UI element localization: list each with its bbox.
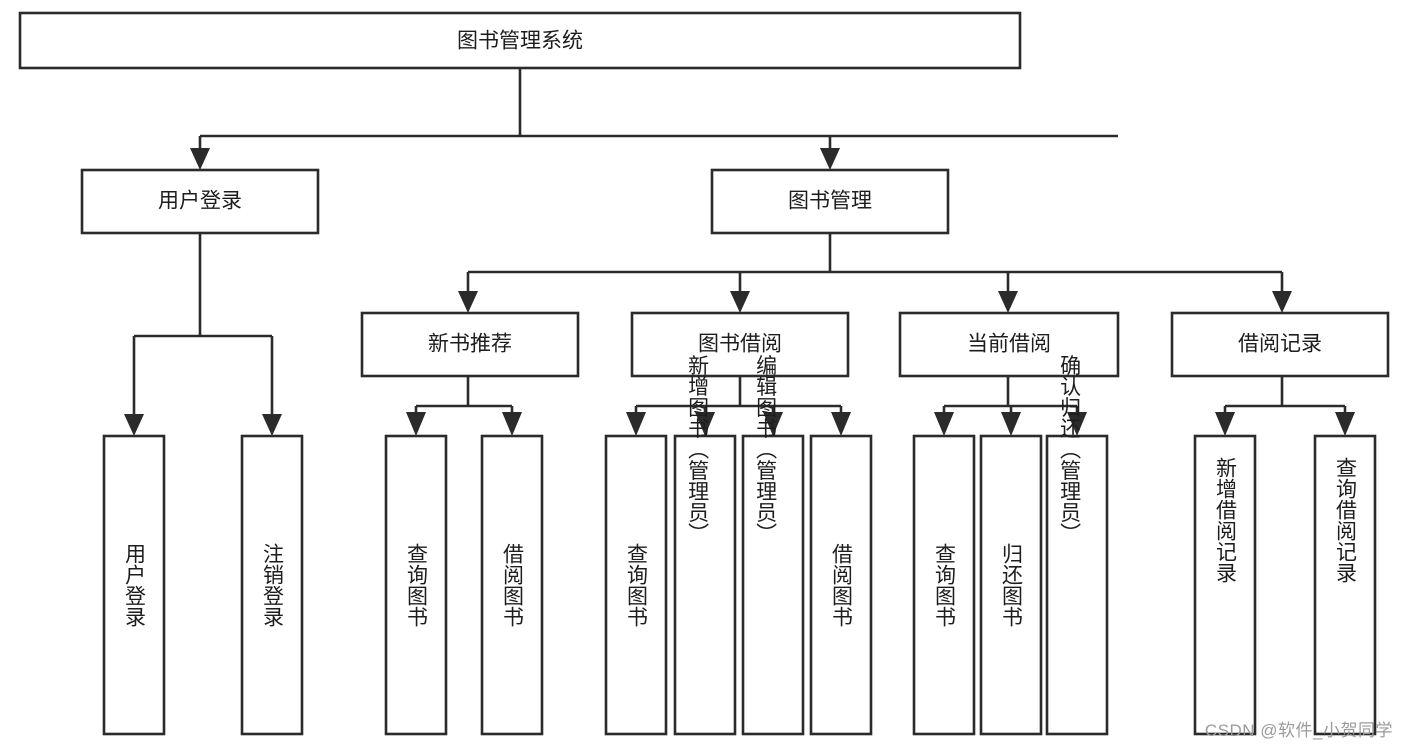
connector-book-management-to-level2 <box>458 233 1292 313</box>
node-leaf-query-book-3-label: 查询图书 <box>933 543 957 627</box>
node-leaf-edit-book-label: 编辑图书（管理员） <box>754 355 778 544</box>
node-root[interactable]: 图书管理系统 <box>18 11 1022 70</box>
node-leaf-borrow-book-2-label: 借阅图书 <box>830 543 854 627</box>
node-current-borrow[interactable]: 当前借阅 <box>898 311 1120 378</box>
node-leaf-logout-login-label: 注销登录 <box>261 543 285 627</box>
connector-new-book-recommend-to-leaves <box>406 376 522 436</box>
node-leaf-add-record[interactable]: 新增借阅记录 <box>1193 434 1257 736</box>
node-leaf-borrow-book-1[interactable]: 借阅图书 <box>480 434 544 736</box>
node-new-book-recommend-label: 新书推荐 <box>428 333 512 356</box>
node-root-label: 图书管理系统 <box>457 30 583 53</box>
connector-root-to-level1 <box>190 68 1118 170</box>
node-leaf-confirm-return-label: 确认归还（管理员） <box>1058 355 1082 544</box>
node-new-book-recommend[interactable]: 新书推荐 <box>360 311 580 378</box>
node-user-login-label: 用户登录 <box>158 190 242 213</box>
node-book-borrow[interactable]: 图书借阅 <box>630 311 850 378</box>
node-leaf-user-login[interactable]: 用户登录 <box>102 434 166 736</box>
node-book-management-label: 图书管理 <box>788 190 872 213</box>
node-borrow-record-label: 借阅记录 <box>1238 333 1322 356</box>
connector-current-borrow-to-leaves <box>934 376 1087 436</box>
node-leaf-query-book-2[interactable]: 查询图书 <box>604 434 668 736</box>
node-book-management[interactable]: 图书管理 <box>710 168 950 235</box>
node-leaf-query-book-3[interactable]: 查询图书 <box>912 434 976 736</box>
node-leaf-query-record[interactable]: 查询借阅记录 <box>1313 434 1377 736</box>
node-current-borrow-label: 当前借阅 <box>967 333 1051 356</box>
node-leaf-borrow-book-2[interactable]: 借阅图书 <box>809 434 873 736</box>
node-leaf-query-record-label: 查询借阅记录 <box>1334 457 1358 583</box>
node-book-borrow-label: 图书借阅 <box>698 333 782 356</box>
node-leaf-confirm-return[interactable]: 确认归还（管理员） <box>1045 355 1109 736</box>
node-leaf-return-book[interactable]: 归还图书 <box>979 434 1043 736</box>
node-leaf-add-book-label: 新增图书（管理员） <box>686 355 710 544</box>
node-user-login[interactable]: 用户登录 <box>80 168 320 235</box>
node-leaf-user-login-label: 用户登录 <box>123 543 147 627</box>
node-leaf-logout-login[interactable]: 注销登录 <box>240 434 304 736</box>
connector-user-login-to-leaves <box>124 233 282 436</box>
node-leaf-return-book-label: 归还图书 <box>1000 543 1024 627</box>
node-leaf-query-book-1-label: 查询图书 <box>405 543 429 627</box>
connector-book-borrow-to-leaves <box>626 376 851 436</box>
node-leaf-query-book-1[interactable]: 查询图书 <box>384 434 448 736</box>
node-leaf-add-record-label: 新增借阅记录 <box>1214 457 1238 583</box>
node-borrow-record[interactable]: 借阅记录 <box>1170 311 1390 378</box>
node-leaf-edit-book[interactable]: 编辑图书（管理员） <box>741 355 805 736</box>
node-leaf-add-book[interactable]: 新增图书（管理员） <box>673 355 737 736</box>
node-leaf-borrow-book-1-label: 借阅图书 <box>501 543 525 627</box>
connector-borrow-record-to-leaves <box>1215 376 1355 436</box>
node-leaf-query-book-2-label: 查询图书 <box>625 543 649 627</box>
